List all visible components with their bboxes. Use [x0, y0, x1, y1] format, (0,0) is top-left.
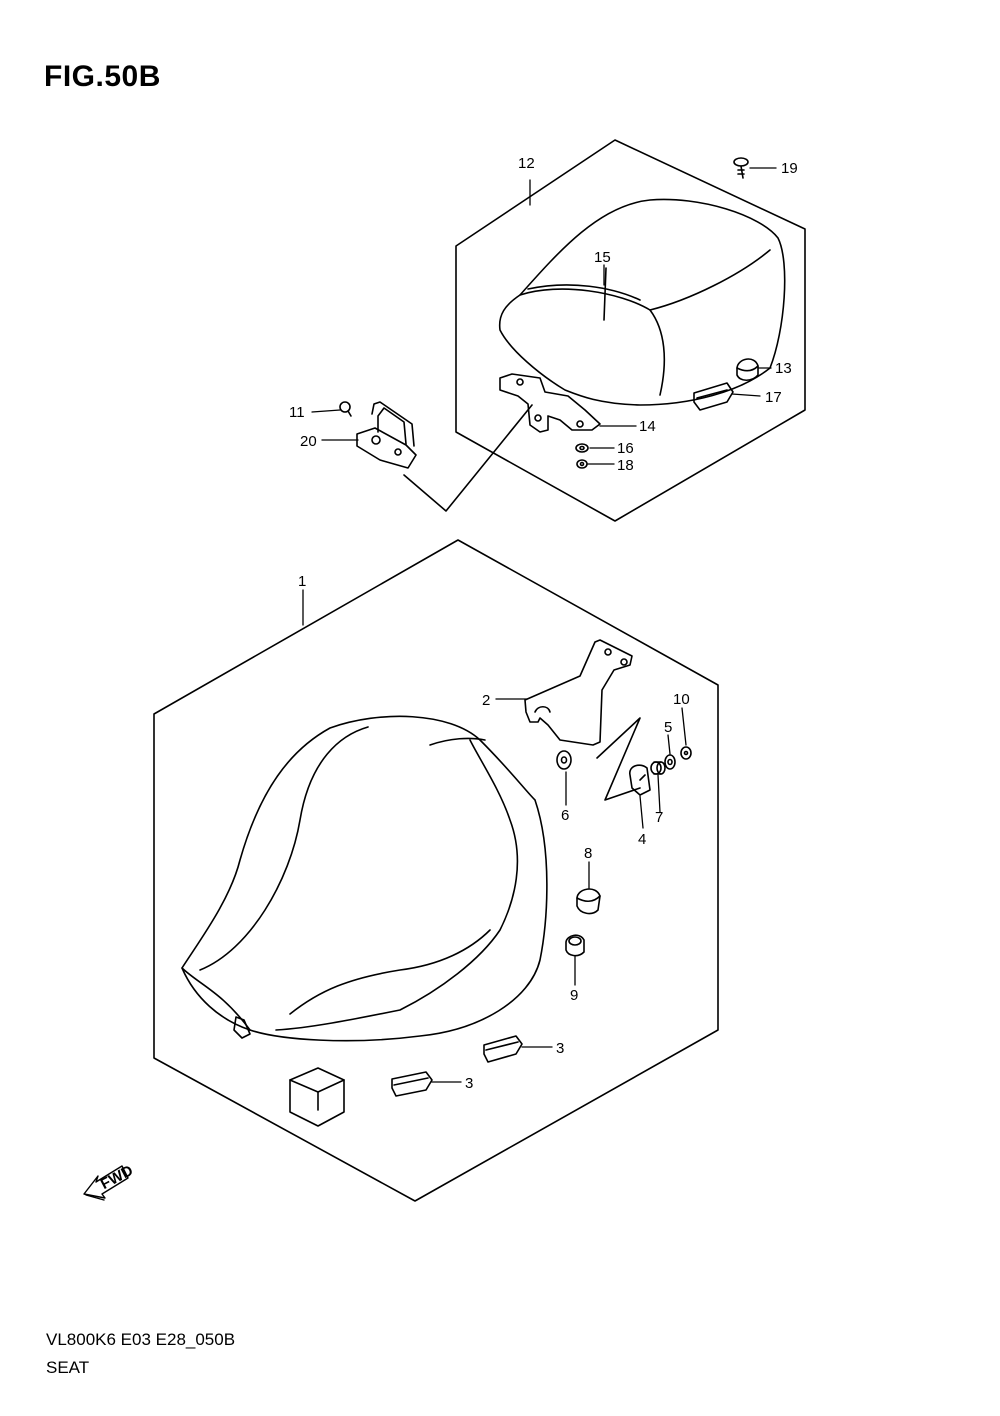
- callout-19: 19: [781, 160, 798, 177]
- rider-seat-group-outline: [153, 539, 719, 1202]
- tool-box-icon: [289, 1067, 345, 1127]
- callout-13: 13: [775, 360, 792, 377]
- diagram-name: SEAT: [46, 1358, 90, 1377]
- assembly-link-line: [403, 404, 533, 512]
- callout-3-upper: 3: [556, 1040, 564, 1057]
- callout-7: 7: [655, 809, 663, 826]
- callout-3-lower: 3: [465, 1075, 473, 1092]
- cushion-3-upper-icon: [483, 1035, 523, 1063]
- spacer-7-icon: [650, 761, 666, 775]
- callout-2: 2: [482, 692, 490, 709]
- fwd-label: FWD: [98, 1162, 136, 1193]
- callout-18: 18: [617, 457, 634, 474]
- assembly-link-zigzag: [596, 717, 641, 801]
- passenger-seat-group-outline: [455, 139, 806, 522]
- bolt-11-icon: [339, 401, 352, 417]
- cushion-13-icon: [736, 358, 759, 382]
- callout-4: 4: [638, 831, 646, 848]
- passenger-seat-icon: [498, 198, 786, 406]
- cushion-17-icon: [693, 382, 734, 411]
- leader-lines: [302, 167, 777, 1083]
- nut-10-icon: [680, 746, 692, 760]
- callout-1: 1: [298, 573, 306, 590]
- callout-16: 16: [617, 440, 634, 457]
- washer-5-icon: [664, 754, 676, 770]
- callout-14: 14: [639, 418, 656, 435]
- seat-bracket-icon: [499, 373, 601, 433]
- callout-12: 12: [518, 155, 535, 172]
- callout-10: 10: [673, 691, 690, 708]
- cushion-8-icon: [576, 888, 601, 915]
- callout-8: 8: [584, 845, 592, 862]
- callout-6: 6: [561, 807, 569, 824]
- cushion-9-icon: [565, 934, 585, 957]
- callout-20: 20: [300, 433, 317, 450]
- fwd-arrow-icon: [83, 1165, 129, 1201]
- washer-16-icon: [575, 443, 589, 453]
- rider-seat-icon: [181, 715, 548, 1042]
- callout-15: 15: [594, 249, 611, 266]
- callout-11: 11: [289, 404, 305, 421]
- nut-18-icon: [576, 459, 588, 469]
- figure-title: FIG.50B: [44, 60, 161, 93]
- cushion-3-lower-icon: [391, 1071, 433, 1097]
- washer-6-icon: [556, 750, 572, 770]
- callout-5: 5: [664, 719, 672, 736]
- damper-4-icon: [629, 764, 651, 796]
- callout-17: 17: [765, 389, 782, 406]
- screw-19-icon: [733, 157, 749, 179]
- diagram-code: VL800K6 E03 E28_050B: [46, 1330, 236, 1349]
- grab-handle-icon: [356, 401, 417, 469]
- callout-9: 9: [570, 987, 578, 1004]
- rear-bracket-icon: [524, 639, 633, 746]
